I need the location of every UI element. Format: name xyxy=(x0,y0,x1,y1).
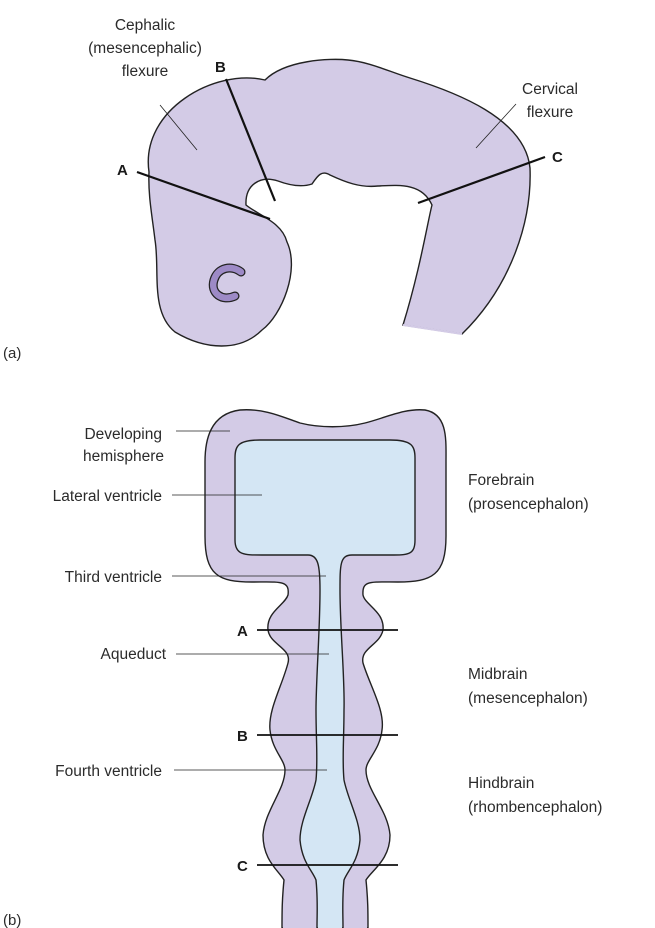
developing-hemisphere-label-line2: hemisphere xyxy=(83,448,164,465)
section-letter-a: A xyxy=(237,623,248,640)
lateral-ventricle-label: Lateral ventricle xyxy=(53,488,162,505)
cephalic-flexure-label-line2: (mesencephalic) xyxy=(88,40,202,57)
forebrain-label-line2: (prosencephalon) xyxy=(468,496,589,513)
midbrain-label-line2: (mesencephalon) xyxy=(468,690,588,707)
section-letter-a: A xyxy=(117,162,128,179)
cervical-flexure-label-line2: flexure xyxy=(527,104,574,121)
forebrain-label-line1: Forebrain xyxy=(468,472,534,489)
section-letter-b: B xyxy=(237,728,248,745)
third-ventricle-label: Third ventricle xyxy=(65,569,162,586)
panel-label-a: (a) xyxy=(3,345,21,362)
cervical-flexure-label-line1: Cervical xyxy=(522,81,578,98)
fourth-ventricle-label: Fourth ventricle xyxy=(55,763,162,780)
embryonic-brain-body xyxy=(148,59,530,346)
hindbrain-label-line1: Hindbrain xyxy=(468,775,534,792)
panel-label-b: (b) xyxy=(3,912,21,928)
aqueduct-label: Aqueduct xyxy=(101,646,167,663)
hindbrain-label-line2: (rhombencephalon) xyxy=(468,799,602,816)
ventricular-system xyxy=(235,440,415,928)
section-letter-c: C xyxy=(552,149,563,166)
panel-a: Cephalic (mesencephalic) flexure Cervica… xyxy=(3,17,578,362)
section-letter-c: C xyxy=(237,858,248,875)
cephalic-flexure-label-line3: flexure xyxy=(122,63,169,80)
developing-hemisphere-label-line1: Developing xyxy=(84,426,162,443)
cephalic-flexure-label-line1: Cephalic xyxy=(115,17,176,34)
panel-b: Developing hemisphere Lateral ventricle … xyxy=(3,410,602,928)
midbrain-label-line1: Midbrain xyxy=(468,666,527,683)
section-letter-b: B xyxy=(215,59,226,76)
